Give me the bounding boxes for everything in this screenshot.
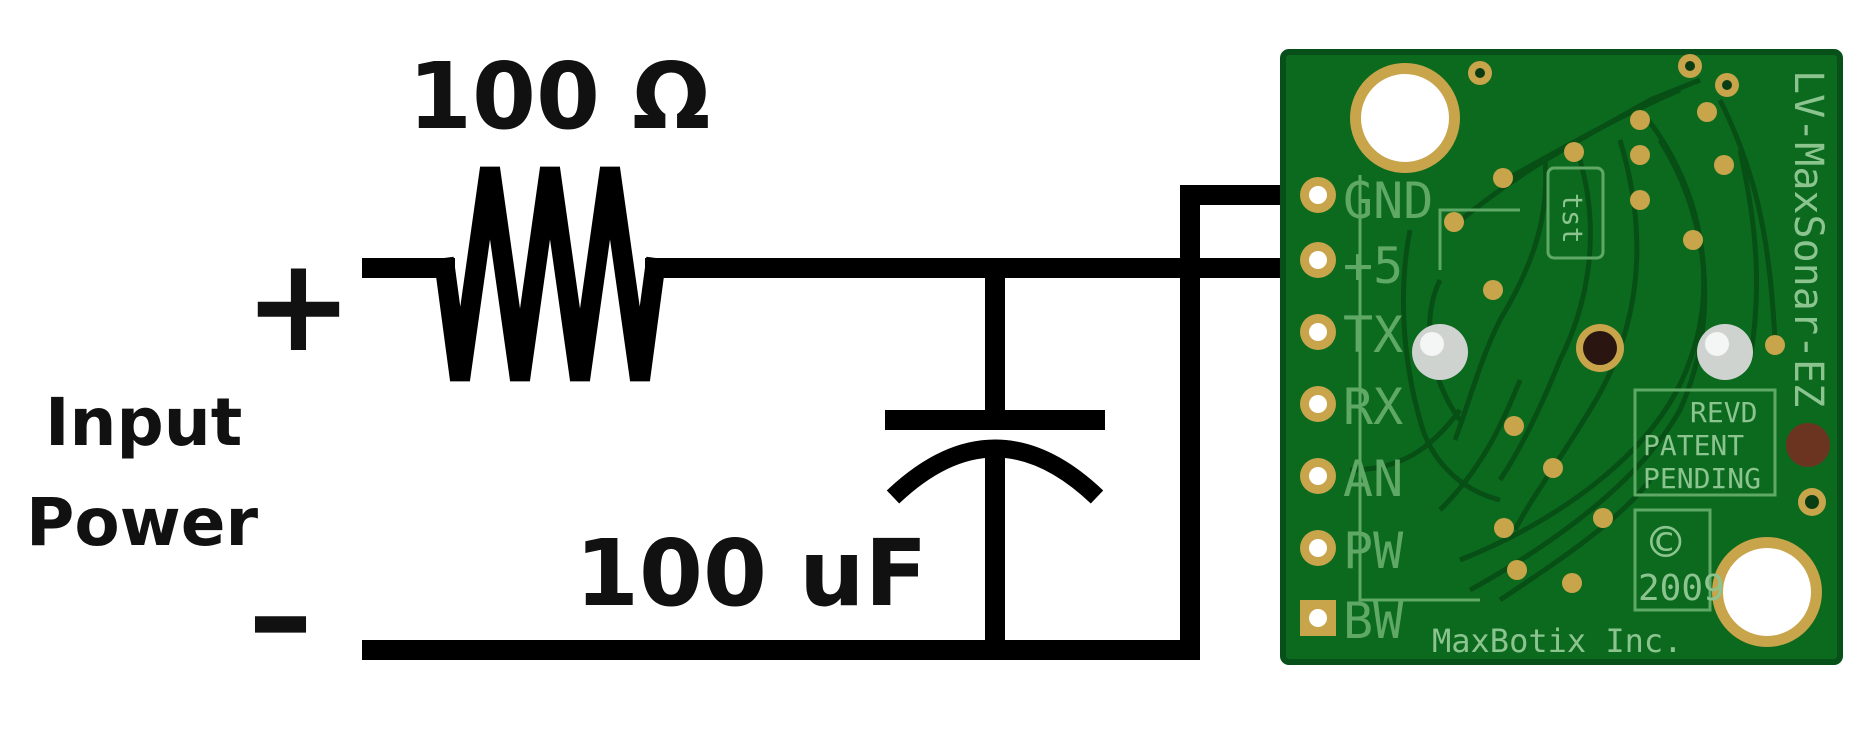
pin-pads <box>1300 177 1336 636</box>
sensor-model-label: LV-MaxSonar-EZ <box>1785 70 1831 407</box>
sensor-board: GND +5 TX RX AN PW BW MaxBotix Inc. © 20… <box>1280 49 1843 665</box>
pin-label-gnd: GND <box>1343 172 1433 230</box>
copyright-symbol: © <box>1650 513 1682 573</box>
input-power-label-line2: Power <box>26 484 258 561</box>
capacitor-value-label: 100 uF <box>575 520 927 627</box>
pcb-traces <box>1349 77 1778 603</box>
input-power-label-line1: Input <box>45 384 242 461</box>
smd-component <box>1786 423 1830 467</box>
pin-labels: GND +5 TX RX AN PW BW <box>1343 172 1433 650</box>
tst-label: tst <box>1556 193 1589 244</box>
minus-sign: – <box>248 539 313 691</box>
pin-label-plus5: +5 <box>1343 237 1403 295</box>
pin-label-bw: BW <box>1343 592 1404 650</box>
plus-sign: + <box>244 229 353 381</box>
mounting-holes <box>1350 63 1822 647</box>
wires <box>362 166 1335 660</box>
capacitor-curved-plate <box>886 439 1104 504</box>
pin-label-an: AN <box>1343 450 1403 508</box>
pin-label-tx: TX <box>1343 306 1403 364</box>
resistor-symbol <box>433 166 667 382</box>
notice-line2: PATENT <box>1643 429 1744 462</box>
pin-label-rx: RX <box>1343 378 1403 436</box>
notice-line3: PENDING <box>1643 462 1761 495</box>
maker-label: MaxBotix Inc. <box>1432 622 1682 660</box>
notice-line1: REVD <box>1690 396 1757 429</box>
resistor-value-label: 100 Ω <box>408 43 710 150</box>
pin-label-pw: PW <box>1343 522 1404 580</box>
year-label: 2009 <box>1638 568 1725 609</box>
silkscreen-outlines <box>1358 166 1777 612</box>
